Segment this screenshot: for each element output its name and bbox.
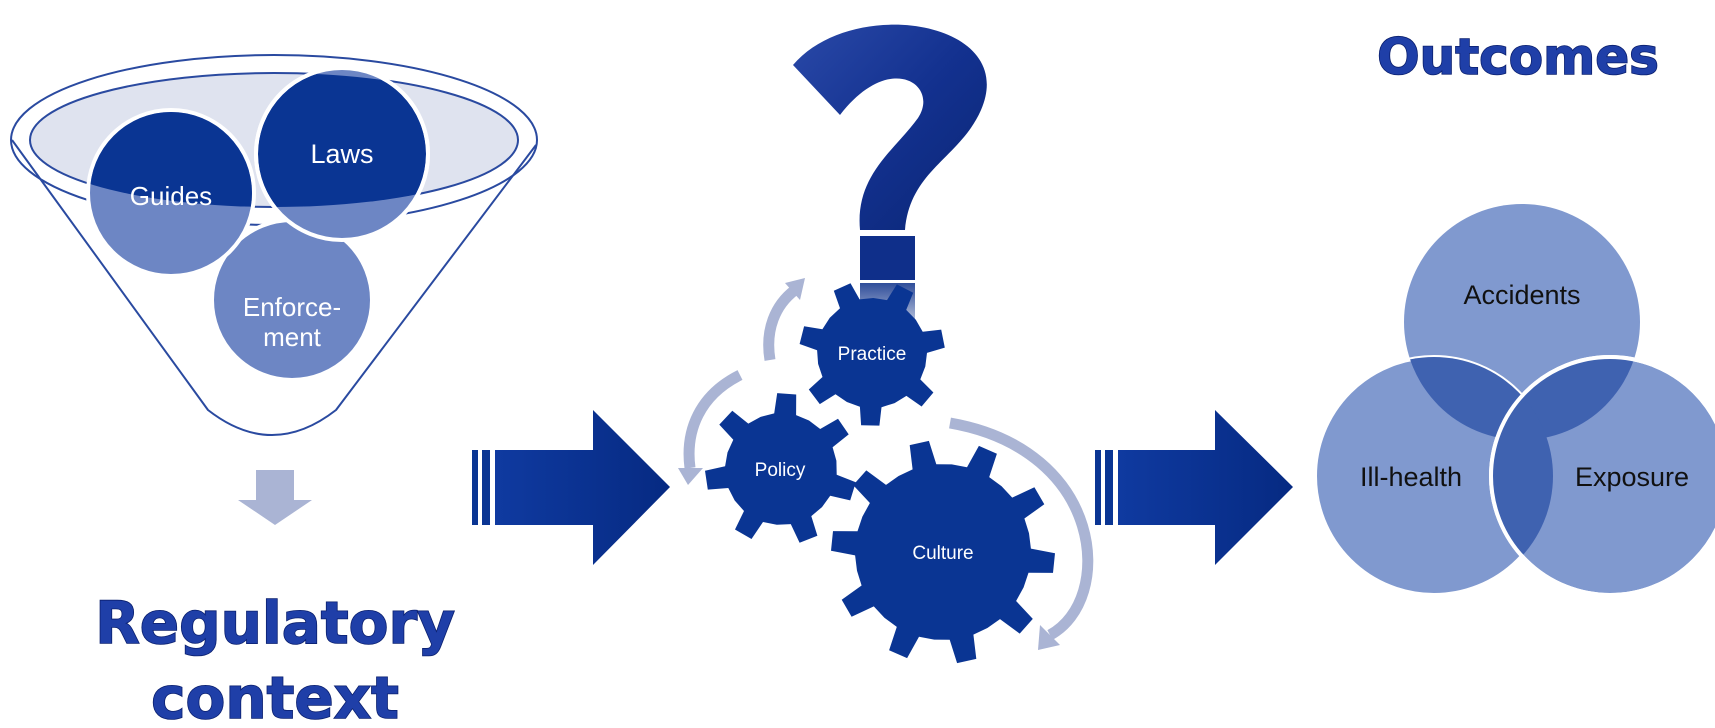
culture-label: Culture [912,543,973,564]
curved-arrow-icon [763,285,799,361]
enforcement-label-line2: ment [263,322,322,352]
accidents-label: Accidents [1463,280,1580,310]
right-arrow-icon [1095,410,1293,565]
curved-arrow-head [1038,625,1060,650]
exposure-label: Exposure [1575,462,1689,492]
question-mark-icon [793,24,987,343]
gear-icon-culture [831,440,1055,664]
regulatory-title-line1: Regulatory [95,589,455,657]
down-arrow-icon [238,470,312,525]
gears [705,283,1055,664]
guides-circle-top [90,112,252,207]
exposure-outline [1489,355,1715,597]
outcomes-venn: Accidents Ill-health Exposure [1313,204,1715,597]
curved-arrow-icon [949,417,1094,640]
ill-health-label: Ill-health [1360,462,1462,492]
curved-arrows [683,285,1094,640]
curved-arrow-head [678,468,703,485]
accidents-exposure-overlap [1491,357,1640,440]
funnel-icon [11,139,537,436]
enforcement-label-line1: Enforce- [243,292,341,322]
curved-arrow-icon [683,370,743,469]
practice-label: Practice [838,344,907,365]
laws-overlap-edge [254,73,430,207]
curved-arrow-head [785,278,805,300]
accidents-ill-health-overlap [1404,357,1553,440]
laws-circle-top [258,73,426,207]
right-arrow-icon [472,410,670,565]
laws-label: Laws [310,139,373,169]
funnel: Laws Guides Enforce- ment [10,54,538,436]
policy-label: Policy [755,460,806,481]
outcomes-title: Outcomes [1377,28,1659,86]
gear-icon-practice [799,283,945,426]
guides-label: Guides [130,181,212,211]
regulatory-title-line2: context [151,664,399,728]
gear-icon-policy [705,393,856,543]
